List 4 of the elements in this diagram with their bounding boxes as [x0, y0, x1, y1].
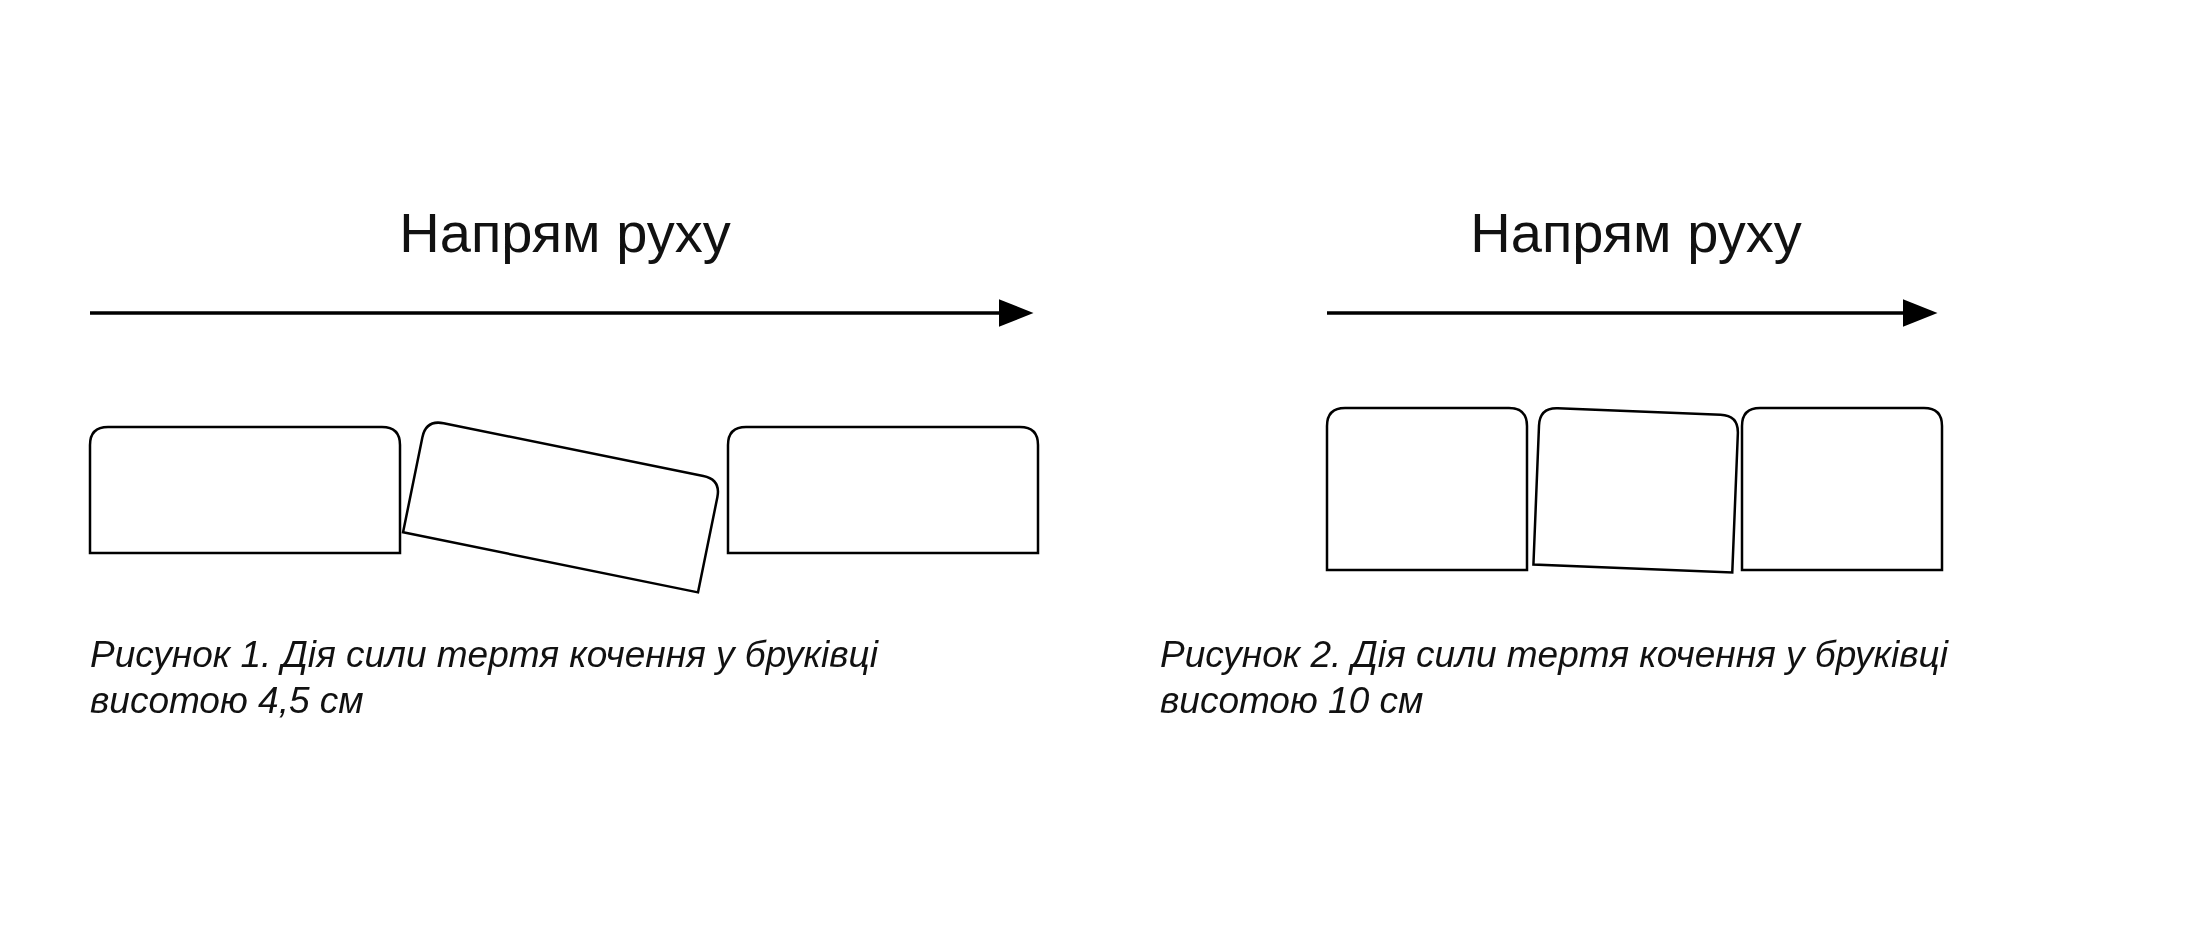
figure-caption: Рисунок 1. Дія сили тертя кочення у бруківці висотою 4,5 см — [90, 633, 880, 723]
direction-label: Напрям руху — [1470, 200, 1802, 265]
direction-label: Напрям руху — [399, 200, 731, 265]
figure-caption: Рисунок 2. Дія сили тертя кочення у бруківці висотою 10 см — [1160, 633, 1950, 723]
